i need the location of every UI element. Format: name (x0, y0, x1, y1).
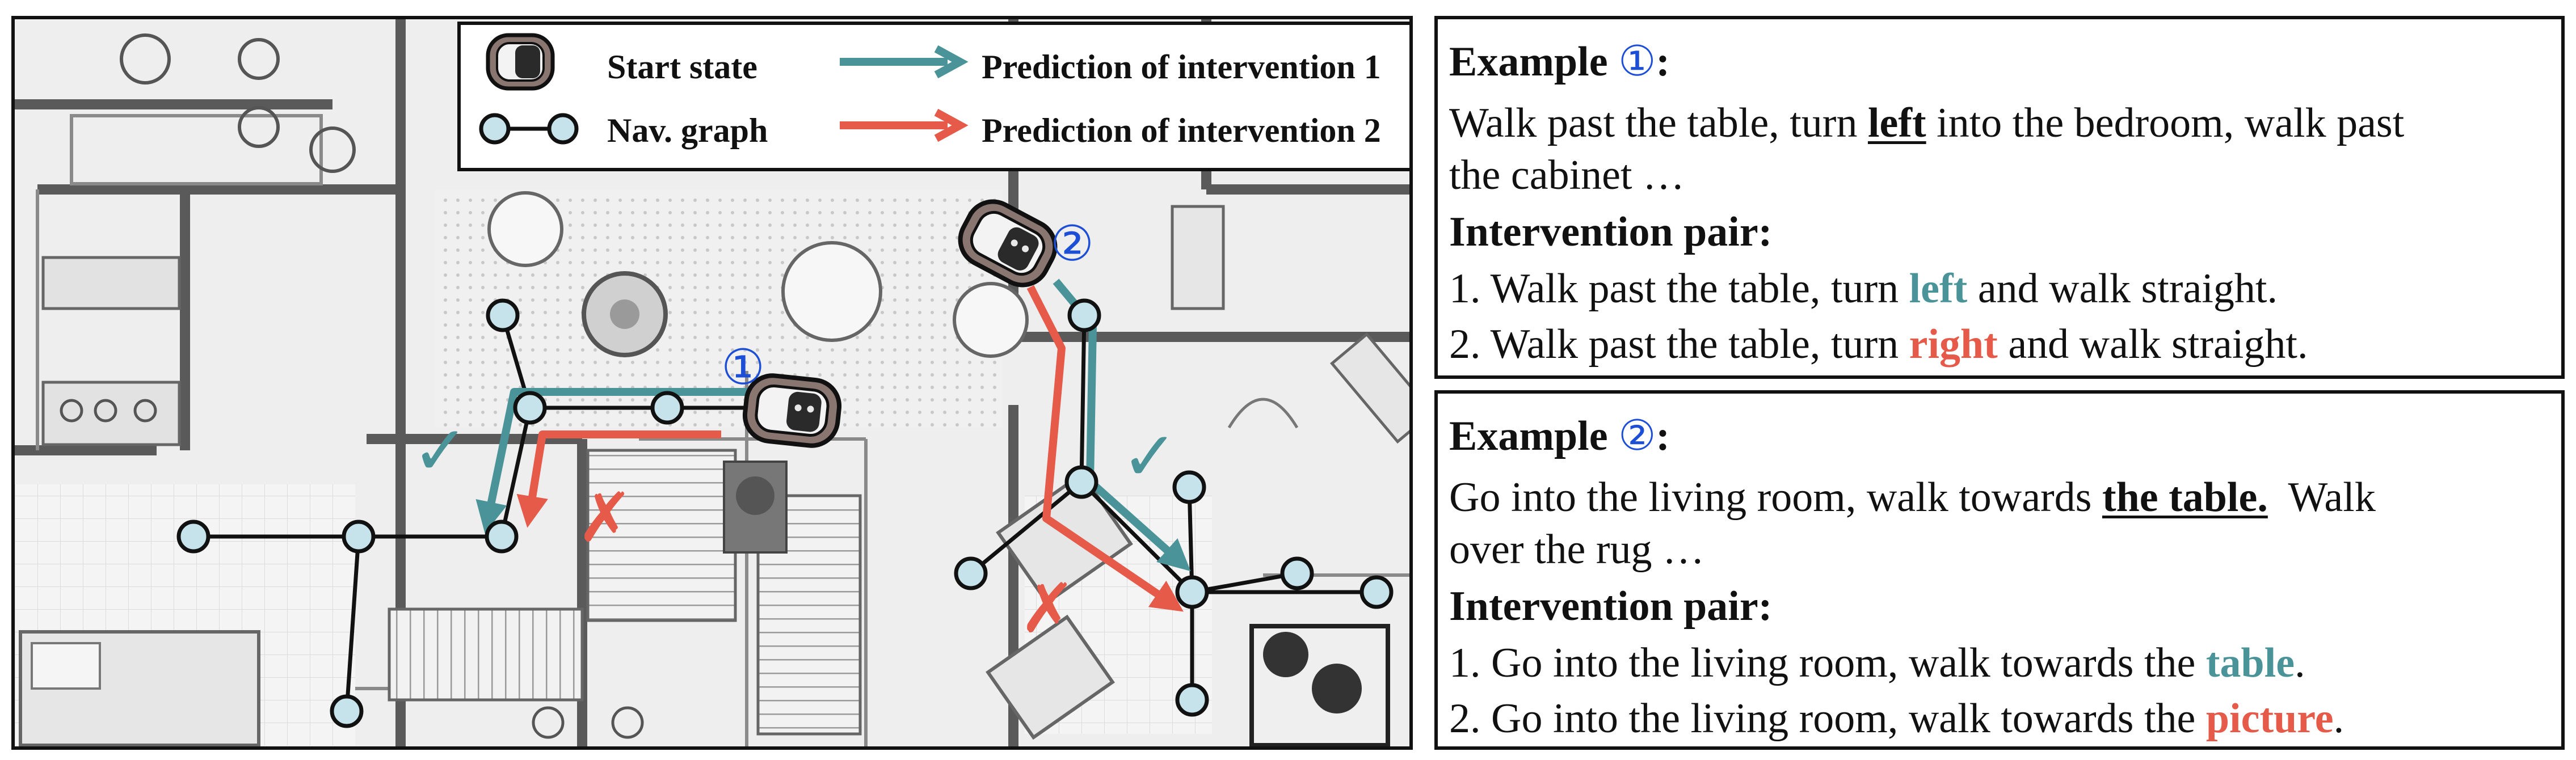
instruction-keyword: the table. (2102, 474, 2268, 521)
robot-icon (742, 373, 842, 448)
red-arrow-legend-icon (840, 108, 969, 142)
nav-node (1175, 575, 1209, 609)
example-2-pair-1: 1. Go into the living room, walk towards… (1449, 642, 2305, 684)
teal-arrow-legend-icon (840, 45, 969, 79)
pair-text: 1. Go into the living room, walk towards… (1449, 640, 2206, 686)
nav-graph-legend-icon (479, 113, 579, 145)
prediction-2-path-example-1 (516, 430, 721, 528)
check-mark-icon: ✓ (412, 412, 469, 491)
nav-node (1280, 556, 1314, 590)
robot-legend-icon (486, 33, 555, 91)
pair-keyword-red: picture (2205, 695, 2334, 742)
example-1-pair-title: Intervention pair: (1449, 209, 1773, 255)
instruction-text: Go into the living room, walk towards (1449, 474, 2102, 521)
example-title-text: Example (1449, 39, 1608, 85)
nav-node (954, 556, 988, 590)
example-1-marker: ① (721, 339, 765, 396)
robot-icon (958, 199, 1058, 288)
example-1-instruction-line-1: Walk past the table, turn left into the … (1449, 102, 2404, 144)
pair-text: 1. Walk past the table, turn (1449, 265, 1909, 312)
example-1-instruction-line-2: the cabinet … (1449, 152, 1685, 199)
instruction-text: into the bedroom, walk past (1926, 100, 2405, 146)
kitchen (41, 33, 356, 446)
nav-node (176, 520, 211, 554)
check-mark-icon: ✓ (1121, 417, 1178, 496)
nav-node (330, 694, 364, 728)
pair-text: 2. Go into the living room, walk towards… (1449, 695, 2206, 742)
legend-start-state-label: Start state (607, 48, 757, 86)
example-2-panel: Example ②: Go into the living room, walk… (1434, 390, 2565, 750)
nav-node (1067, 298, 1101, 332)
pair-keyword-red: right (1909, 321, 1998, 368)
example-2-marker: ② (1050, 216, 1094, 272)
nav-node (1359, 575, 1394, 609)
pair-text: . (2333, 695, 2345, 742)
nav-node (1175, 683, 1209, 717)
legend-prediction-2-label: Prediction of intervention 2 (982, 112, 1381, 149)
prediction-2-path-example-2 (1026, 285, 1184, 612)
example-2-number: ② (1618, 413, 1656, 459)
instruction-text: Walk past the table, turn (1449, 100, 1868, 146)
staircase-3 (388, 607, 584, 702)
dining-tables (487, 191, 1029, 358)
example-2-pair-2: 2. Go into the living room, walk towards… (1449, 698, 2344, 740)
pair-keyword-teal: table (2205, 640, 2295, 686)
pair-text: 2. Walk past the table, turn (1449, 321, 1909, 368)
pair-text: and walk straight. (1967, 265, 2278, 312)
bedroom-furniture (19, 630, 644, 746)
example-1-pair-1: 1. Walk past the table, turn left and wa… (1449, 268, 2278, 310)
living-furniture (986, 205, 1409, 746)
cross-mark-icon: ✗ (576, 479, 634, 558)
nav-graph-nodes (176, 298, 1394, 728)
nav-node (513, 391, 547, 425)
title-colon: : (1656, 413, 1670, 459)
pair-keyword-teal: left (1909, 265, 1968, 312)
prediction-1-path-example-1 (475, 388, 752, 534)
example-1-pair-2: 2. Walk past the table, turn right and w… (1449, 323, 2308, 365)
instruction-text: Walk (2267, 474, 2376, 521)
legend-nav-graph-label: Nav. graph (607, 112, 768, 149)
nav-node (485, 520, 519, 554)
example-1-number: ① (1618, 39, 1656, 85)
nav-node (1064, 465, 1098, 499)
plant (736, 476, 775, 515)
example-1-panel: Example ①: Walk past the table, turn lef… (1434, 16, 2565, 379)
legend: Start state Nav. graph Prediction of int… (457, 22, 1409, 171)
example-2-instruction-line-1: Go into the living room, walk towards th… (1449, 476, 2376, 518)
nav-node (486, 298, 520, 332)
example-2-title: Example ②: (1449, 415, 1670, 457)
pair-text: . (2295, 640, 2305, 686)
example-2-pair-title: Intervention pair: (1449, 583, 1773, 630)
example-1-title: Example ①: (1449, 41, 1670, 83)
example-2-instruction-line-2: over the rug … (1449, 526, 1705, 573)
pair-text: and walk straight. (1997, 321, 2308, 368)
staircase-1 (586, 449, 737, 622)
title-colon: : (1656, 39, 1670, 85)
nav-node (1172, 470, 1206, 504)
cross-mark-icon: ✗ (1019, 569, 1076, 648)
example-title-text: Example (1449, 413, 1608, 459)
nav-node (650, 391, 684, 425)
instruction-keyword: left (1867, 100, 1926, 146)
floor-plan-map: ① ② ✓ ✓ ✗ ✗ Start state Nav. graph Predi… (11, 16, 1413, 750)
legend-prediction-1-label: Prediction of intervention 1 (982, 48, 1381, 86)
nav-node (342, 520, 376, 554)
